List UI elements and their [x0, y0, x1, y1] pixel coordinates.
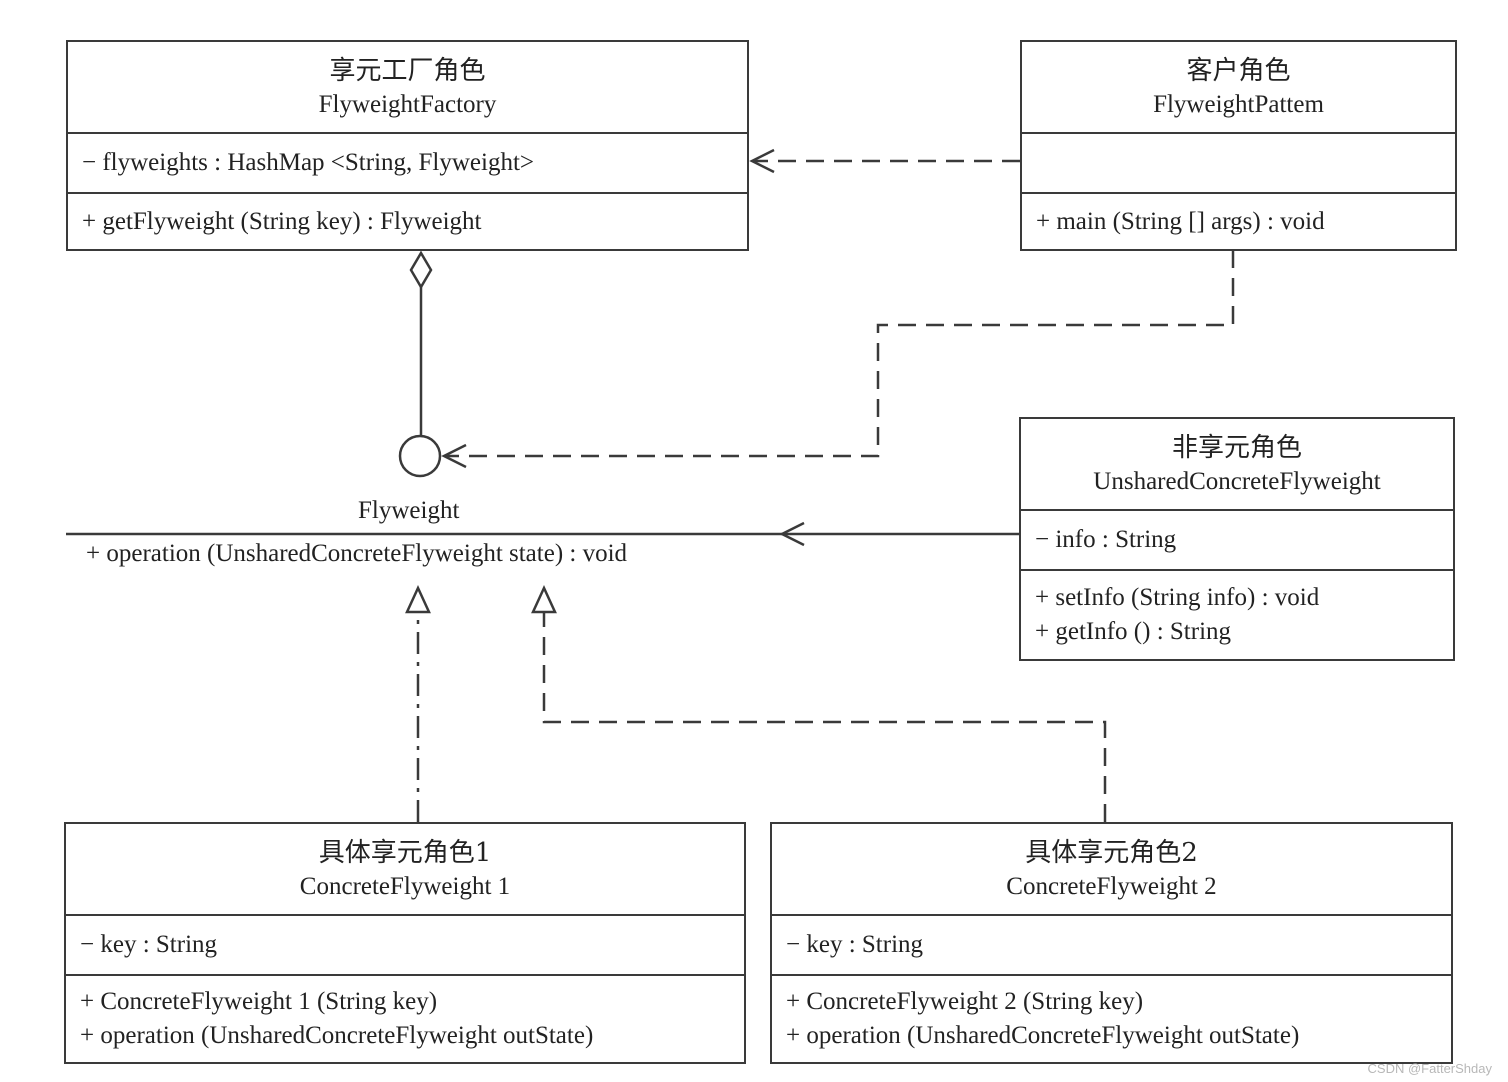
- class-attributes: − info : String: [1021, 511, 1453, 571]
- class-title-cn: 客户角色: [1186, 55, 1291, 86]
- realization-concrete2: [531, 584, 1107, 822]
- operation: + ConcreteFlyweight 1 (String key): [80, 988, 438, 1015]
- class-header: 享元工厂角色 FlyweightFactory: [68, 42, 747, 134]
- class-operations: + getFlyweight (String key) : Flyweight: [68, 194, 747, 249]
- class-title-en: FlyweightPattem: [1153, 90, 1324, 118]
- class-concrete-flyweight-1: 具体享元角色1 ConcreteFlyweight 1 − key : Stri…: [64, 822, 746, 1064]
- dependency-client-to-factory: [749, 148, 1020, 174]
- attribute: − info : String: [1035, 526, 1177, 553]
- class-operations: + ConcreteFlyweight 2 (String key) + ope…: [772, 976, 1451, 1062]
- class-title-en: ConcreteFlyweight 1: [299, 872, 511, 900]
- class-attributes: − key : String: [772, 916, 1451, 976]
- dependency-client-to-flyweight: [441, 250, 1235, 469]
- class-operations: + ConcreteFlyweight 1 (String key) + ope…: [66, 976, 744, 1062]
- class-title-en: FlyweightFactory: [318, 90, 497, 118]
- class-header: 客户角色 FlyweightPattem: [1022, 42, 1455, 134]
- association-unshared-to-flyweight: [779, 521, 1019, 547]
- attribute: − key : String: [786, 931, 924, 958]
- class-title-cn: 具体享元角色2: [1025, 837, 1198, 868]
- class-flyweight-factory: 享元工厂角色 FlyweightFactory − flyweights : H…: [66, 40, 749, 251]
- class-unshared-concrete-flyweight: 非享元角色 UnsharedConcreteFlyweight − info :…: [1019, 417, 1455, 661]
- flyweight-interface-name: Flyweight: [358, 497, 460, 524]
- operation: + operation (UnsharedConcreteFlyweight o…: [80, 1022, 594, 1049]
- class-title-en: UnsharedConcreteFlyweight: [1093, 467, 1381, 495]
- operation: + setInfo (String info) : void: [1035, 584, 1320, 611]
- operation: + main (String [] args) : void: [1036, 207, 1325, 235]
- class-concrete-flyweight-2: 具体享元角色2 ConcreteFlyweight 2 − key : Stri…: [770, 822, 1453, 1064]
- class-title-en: ConcreteFlyweight 2: [1006, 872, 1217, 900]
- attribute: − flyweights : HashMap <String, Flyweigh…: [82, 149, 535, 176]
- class-header: 具体享元角色1 ConcreteFlyweight 1: [66, 824, 744, 916]
- flyweight-interface-circle: [398, 434, 442, 478]
- class-header: 非享元角色 UnsharedConcreteFlyweight: [1021, 419, 1453, 511]
- operation: + getInfo () : String: [1035, 618, 1232, 645]
- realization-concrete1: [405, 584, 431, 822]
- operation: + operation (UnsharedConcreteFlyweight o…: [786, 1022, 1300, 1049]
- class-title-cn: 非享元角色: [1171, 432, 1302, 463]
- watermark: CSDN @FatterShday: [1367, 1061, 1492, 1076]
- class-attributes: − key : String: [66, 916, 744, 976]
- aggregation-factory-flyweight: [409, 250, 433, 436]
- flyweight-interface-operation: + operation (UnsharedConcreteFlyweight s…: [86, 540, 628, 567]
- class-operations: + setInfo (String info) : void + getInfo…: [1021, 571, 1453, 659]
- class-header: 具体享元角色2 ConcreteFlyweight 2: [772, 824, 1451, 916]
- class-client: 客户角色 FlyweightPattem + main (String [] a…: [1020, 40, 1457, 251]
- operation: + ConcreteFlyweight 2 (String key): [786, 988, 1144, 1015]
- class-attributes: − flyweights : HashMap <String, Flyweigh…: [68, 134, 747, 194]
- class-title-cn: 具体享元角色1: [318, 837, 492, 868]
- attribute: − key : String: [80, 931, 218, 958]
- class-attributes: [1022, 134, 1455, 194]
- class-operations: + main (String [] args) : void: [1022, 194, 1455, 249]
- operation: + getFlyweight (String key) : Flyweight: [82, 207, 482, 235]
- class-title-cn: 享元工厂角色: [329, 55, 486, 86]
